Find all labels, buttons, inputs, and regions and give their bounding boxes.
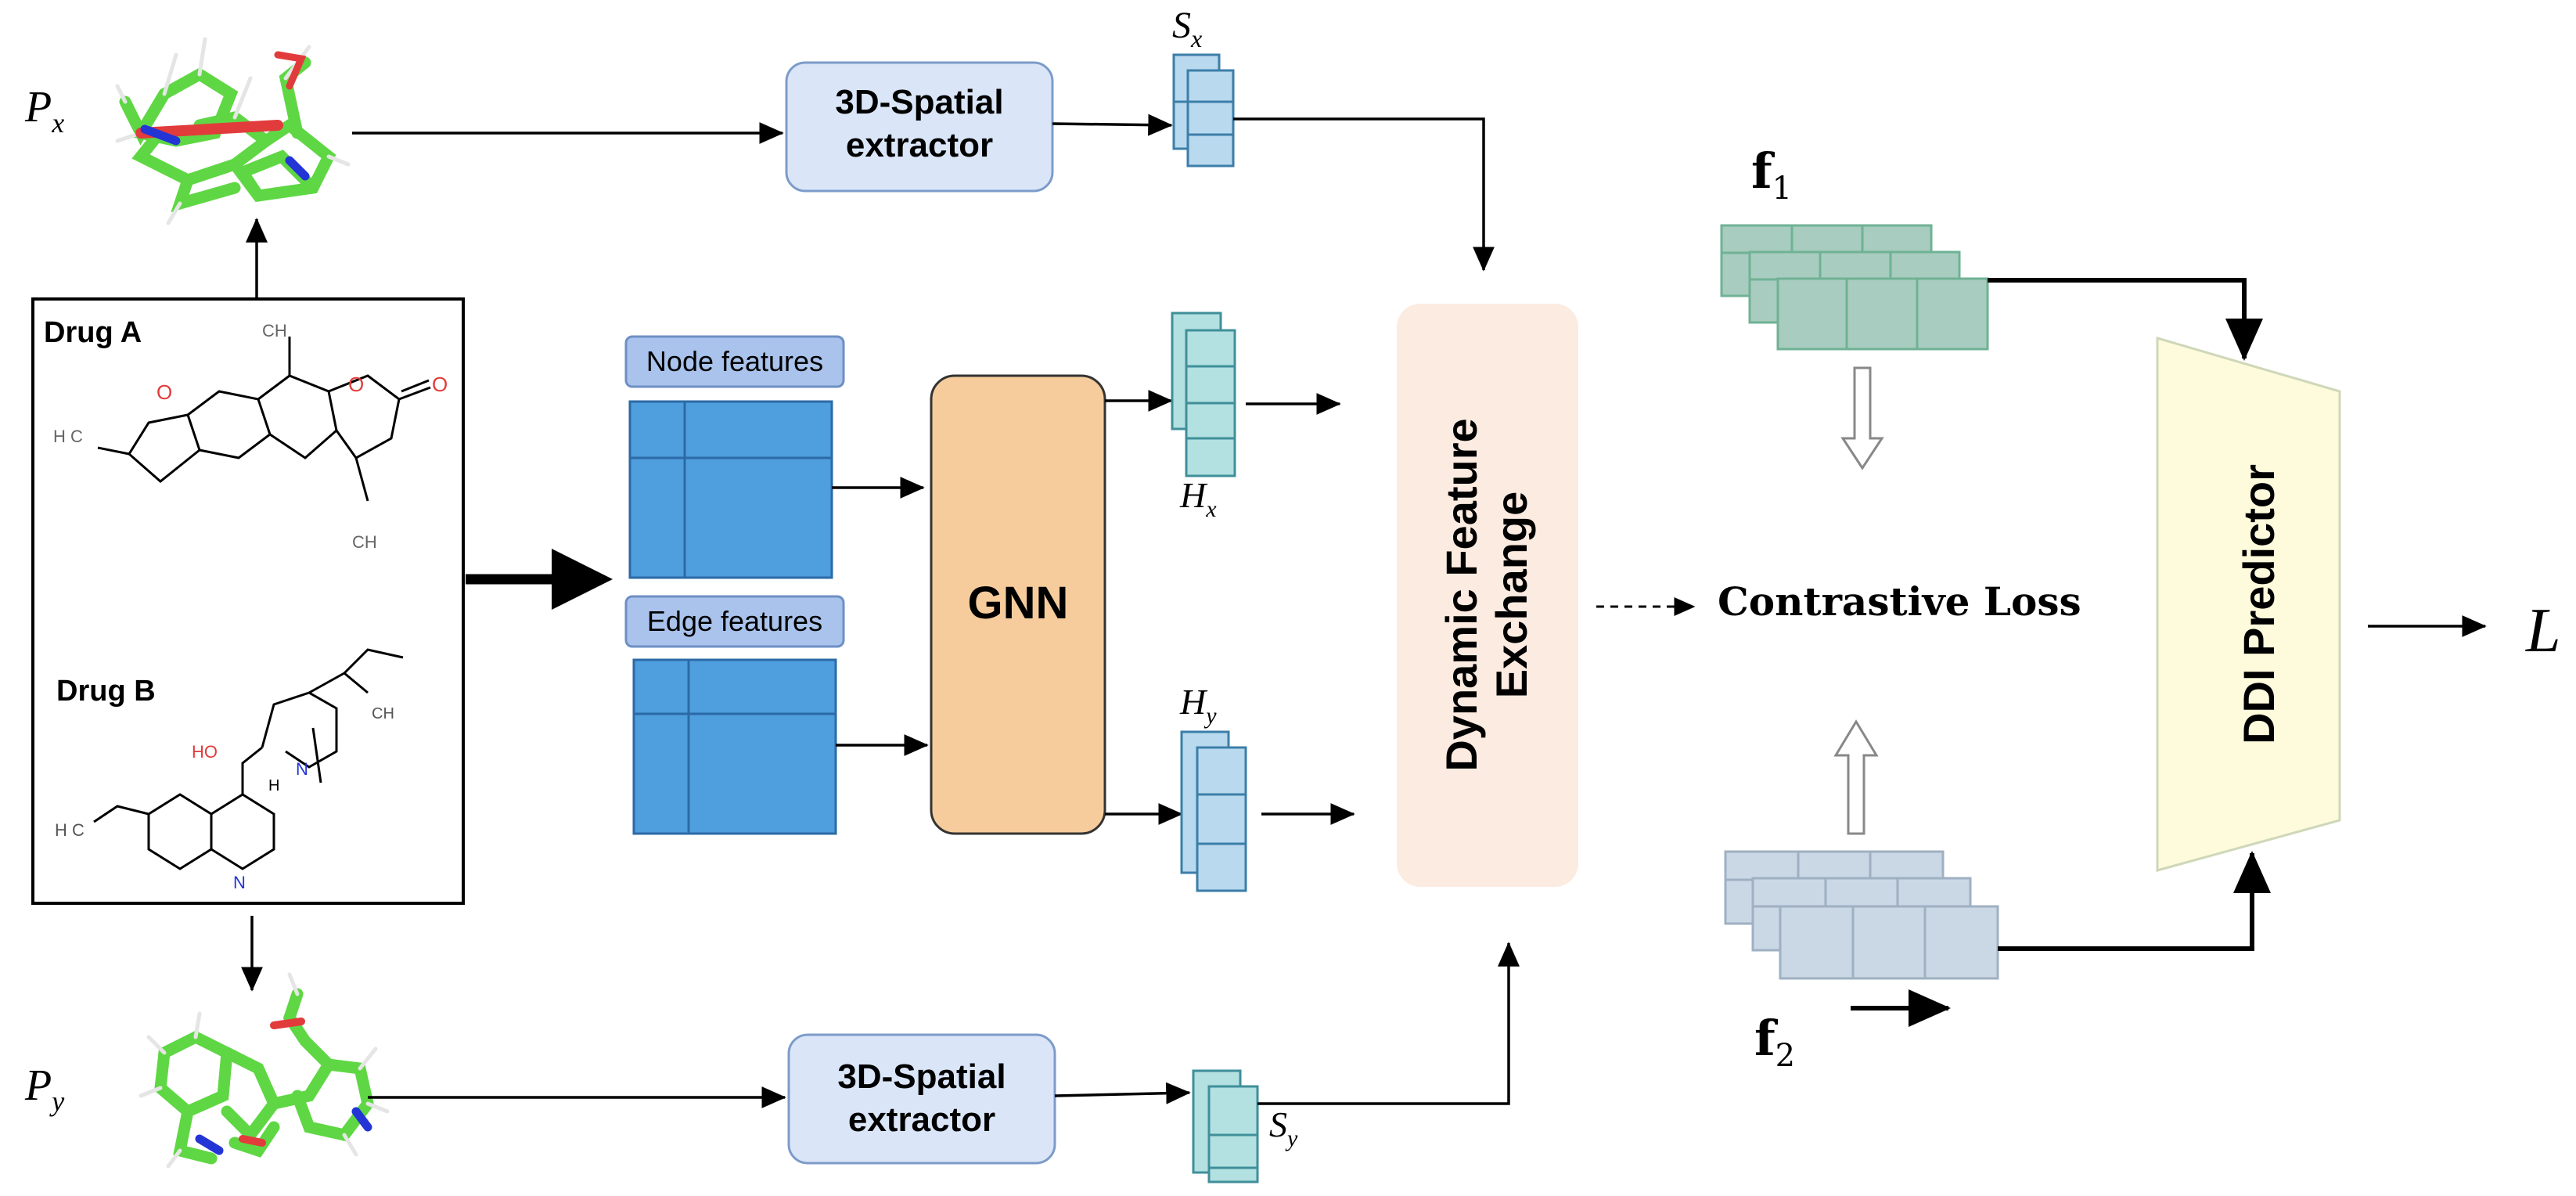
hx-embedding-stack [1171,312,1236,477]
ddi-predictor-block: DDI Predictor [2156,336,2341,872]
gnn-block: GNN [930,374,1106,835]
dynamic-feature-exchange-block: Dynamic Feature Exchange [1397,304,1578,887]
spatial-extractor-top: 3D-Spatial extractor [785,61,1054,193]
hx-label: Hx [1179,475,1217,522]
drug-a-structure-icon [97,337,431,502]
sx-to-exchange-line [1233,117,1495,272]
svg-text:Edge features: Edge features [647,605,822,637]
py-label: Py [24,1061,64,1117]
svg-text:H: H [268,777,279,794]
molecule-3d-icon [115,37,351,225]
svg-text:extractor: extractor [846,126,993,164]
drug-pair-box: Drug A Drug B CH H C CH O O O [31,297,465,905]
f1-down-hollow-arrow [1840,366,1884,470]
svg-text:DDI Predictor: DDI Predictor [2234,464,2283,744]
svg-text:N: N [296,759,308,779]
svg-text:3D-Spatial: 3D-Spatial [835,83,1003,121]
svg-text:CH: CH [352,532,377,552]
svg-text:HO: HO [192,742,218,762]
svg-text:CH: CH [372,705,394,722]
sx-label: Sx [1172,5,1202,52]
svg-text:3D-Spatial: 3D-Spatial [837,1057,1006,1096]
f2-label: f2 [1754,1010,1795,1074]
svg-text:O: O [348,373,364,396]
svg-text:O: O [157,380,172,404]
sy-to-exchange-line [1257,942,1520,1105]
node-features-block: Node features [624,335,845,579]
svg-text:Node features: Node features [646,345,823,377]
svg-text:Exchange: Exchange [1487,492,1536,699]
spatial-extractor-bottom: 3D-Spatial extractor [787,1033,1056,1165]
f1-to-predictor-line [1988,278,2263,361]
edge-features-block: Edge features [624,595,845,835]
sy-embedding-stack [1192,1069,1259,1183]
svg-text:O: O [432,373,448,396]
f1-feature-stack [1720,224,1989,351]
contrastive-loss-label: Contrastive Loss [1718,578,2081,625]
f1-label: f1 [1751,142,1792,207]
svg-text:GNN: GNN [968,578,1069,629]
f2-to-predictor-line [1998,851,2271,951]
sy-label: Sy [1269,1104,1298,1151]
drug-a-label: Drug A [44,316,142,349]
molecule-3d-icon-bottom [139,972,390,1169]
f2-feature-stack [1724,850,1999,980]
svg-text:Dynamic Feature: Dynamic Feature [1437,418,1486,771]
svg-text:extractor: extractor [848,1101,995,1139]
f2-up-hollow-arrow [1833,719,1879,835]
svg-text:H C: H C [53,427,83,446]
svg-text:H C: H C [55,820,85,840]
output-loss-label: L [2525,596,2561,665]
px-label: Px [24,83,64,139]
sx-embedding-stack [1172,53,1235,168]
hy-embedding-stack [1180,730,1247,892]
drug-b-structure-icon [93,648,404,870]
hy-label: Hy [1179,682,1217,729]
drug-b-label: Drug B [56,675,156,708]
svg-text:N: N [233,873,246,892]
svg-text:CH: CH [262,321,287,340]
